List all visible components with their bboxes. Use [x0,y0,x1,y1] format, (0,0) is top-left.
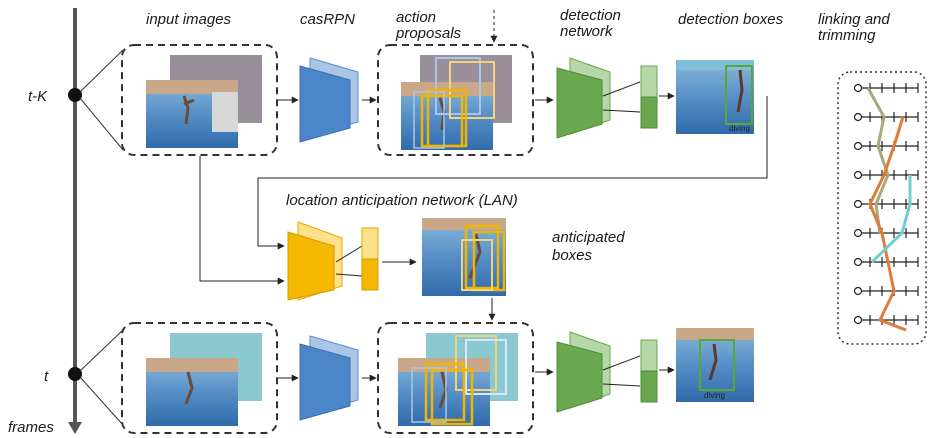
track-row [853,228,919,238]
input-images-label: input images [146,11,232,28]
anticipated-label-1: anticipated [552,229,625,246]
arrow-detection-to-lan [257,96,768,250]
frame-image-front [146,80,238,148]
input-images-group-top [121,44,278,156]
track-row [853,141,919,151]
time-axis [68,8,124,434]
track-row-node [853,170,863,180]
time-marker-tk [68,88,82,102]
arrow-input-to-lan [199,156,285,285]
track-row-node [853,112,863,122]
track-row-node [853,83,863,93]
time-label-t: t [44,368,49,385]
anticipated-label-2: boxes [552,247,593,264]
lan-network [287,221,379,301]
track-row-node [853,228,863,238]
detection-boxes-label: detection boxes [678,11,784,28]
detection-network-top [556,57,658,139]
track-row [853,112,919,122]
casrpn-label: casRPN [300,11,355,28]
casrpn-block-top [299,57,359,143]
track-row-node [853,141,863,151]
track-orange [868,116,907,332]
track-row-node [853,286,863,296]
track-row [853,286,919,296]
action-proposals-group-top [377,44,534,156]
linking-trimming-panel [837,71,927,345]
action-proposals-label-2: proposals [395,25,462,42]
linking-label-2: trimming [818,27,876,44]
track-row [853,83,919,93]
casrpn-block-bottom [299,335,359,421]
track-olive [866,87,890,234]
linking-label-1: linking and [818,11,890,28]
track-row [853,257,919,267]
time-marker-t [68,367,82,381]
detection-class-label-bottom: diving [704,391,725,400]
detection-boxes-image-bottom: diving [676,328,754,402]
track-row [853,315,919,325]
action-proposals-label-1: action [396,9,436,26]
lan-label: location anticipation network (LAN) [286,192,518,209]
detection-boxes-image-top: diving [676,60,754,134]
detection-network-label-1: detection [560,7,621,24]
track-row-node [853,315,863,325]
detection-network-label-2: network [560,23,614,40]
track-row-node [853,257,863,267]
action-proposals-group-bottom [377,322,534,434]
track-row [853,170,919,180]
anticipated-boxes-image [422,218,506,296]
time-label-tk: t-K [28,88,48,105]
track-row-node [853,199,863,209]
input-images-group-bottom [121,322,278,434]
detection-class-label-top: diving [729,124,750,133]
frames-label: frames [8,419,54,436]
detection-network-bottom [556,331,658,413]
track-teal [870,175,912,264]
